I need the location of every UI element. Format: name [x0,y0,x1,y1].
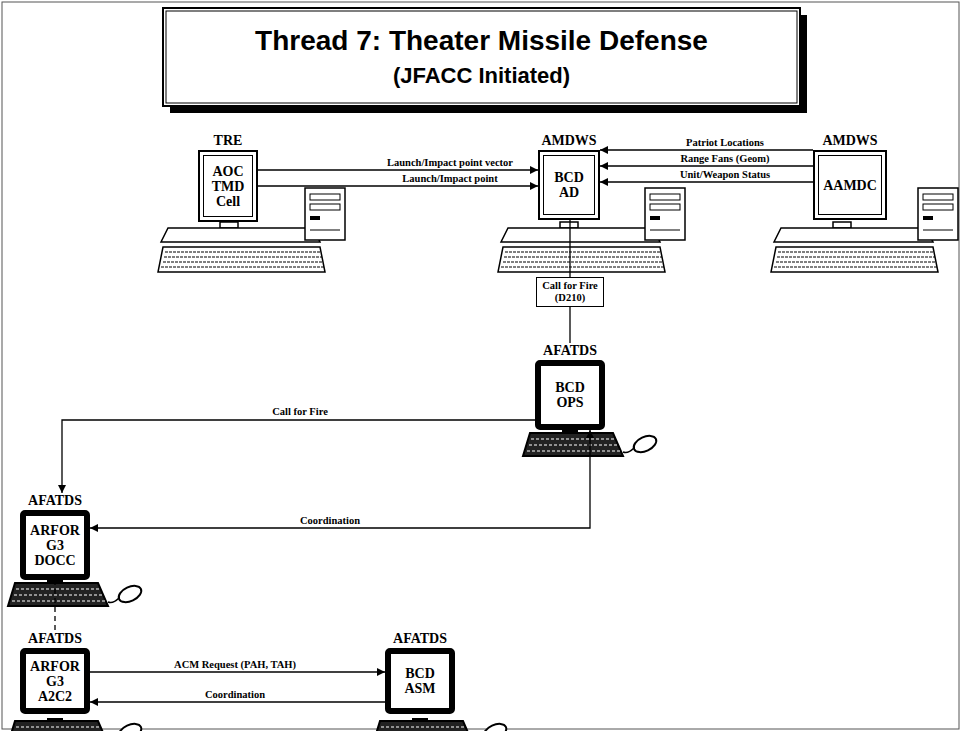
workstation-node: AFATDS ARFOR G3 DOCC [20,493,90,580]
connector-label: Call for Fire (D210) [536,277,604,307]
cell-name: BCD AD [554,170,584,200]
connector [90,701,385,702]
workstation-node: AFATDS BCD ASM [385,631,455,714]
workstation-node: AMDWS AAMDC [813,133,887,220]
cell-name: BCD ASM [404,666,435,696]
title-frame [163,8,807,113]
system-name: AMDWS [541,133,596,149]
connector [258,169,538,170]
system-name: AFATDS [28,493,82,509]
connector-label: Call for Fire [270,406,330,418]
workstation-drawing [8,580,144,606]
cell-name: AOC TMD Cell [212,164,245,209]
cell-name: BCD OPS [555,380,585,410]
monitor-screen: BCD AD [538,150,600,220]
monitor-screen: AAMDC [813,150,887,220]
connector [600,165,813,166]
connector-label: ACM Request (PAH, TAH) [172,659,298,671]
connector-label: Range Fans (Geom) [678,153,771,165]
monitor-screen: BCD ASM [385,648,455,714]
monitor-screen: ARFOR G3 DOCC [20,510,90,580]
monitor-screen: BCD OPS [535,360,605,430]
monitor-screen: AOC TMD Cell [198,150,258,222]
connector-label: Coordination [203,689,267,701]
system-name: AFATDS [543,343,597,359]
connector-label: Patriot Locations [684,137,766,149]
system-name: AFATDS [393,631,447,647]
connector [600,149,813,150]
workstation-node: AFATDS BCD OPS [535,343,605,430]
subtitle: (JFACC Initiated) [393,62,570,90]
connector [600,181,813,182]
diagram-title: Thread 7: Theater Missile Defense [255,24,708,58]
connector [54,580,55,631]
connector-label: Unit/Weapon Status [678,169,772,181]
system-name: AMDWS [822,133,877,149]
title-box: Thread 7: Theater Missile Defense (JFACC … [163,8,800,106]
workstation-drawing [523,430,659,456]
cell-name: AAMDC [823,178,877,193]
connector [258,185,538,186]
workstation-node: AMDWS BCD AD [538,133,600,220]
connector [90,671,385,672]
title-frame [163,8,800,106]
workstation-drawing [8,718,144,731]
cell-name: ARFOR G3 DOCC [30,523,80,568]
connector-label: Launch/Impact point [400,173,499,185]
system-name: AFATDS [28,631,82,647]
workstation-node: TRE AOC TMD Cell [198,133,258,222]
connector [90,430,590,528]
workstation-drawing [373,718,509,731]
title-frame [166,11,797,103]
cell-name: ARFOR G3 A2C2 [30,659,80,704]
connector-label: Launch/Impact point vector [385,157,515,169]
connector [62,420,535,493]
monitor-screen: ARFOR G3 A2C2 [20,648,90,714]
connector-label: Coordination [298,515,362,527]
system-name: TRE [214,133,243,149]
workstation-node: AFATDS ARFOR G3 A2C2 [20,631,90,714]
